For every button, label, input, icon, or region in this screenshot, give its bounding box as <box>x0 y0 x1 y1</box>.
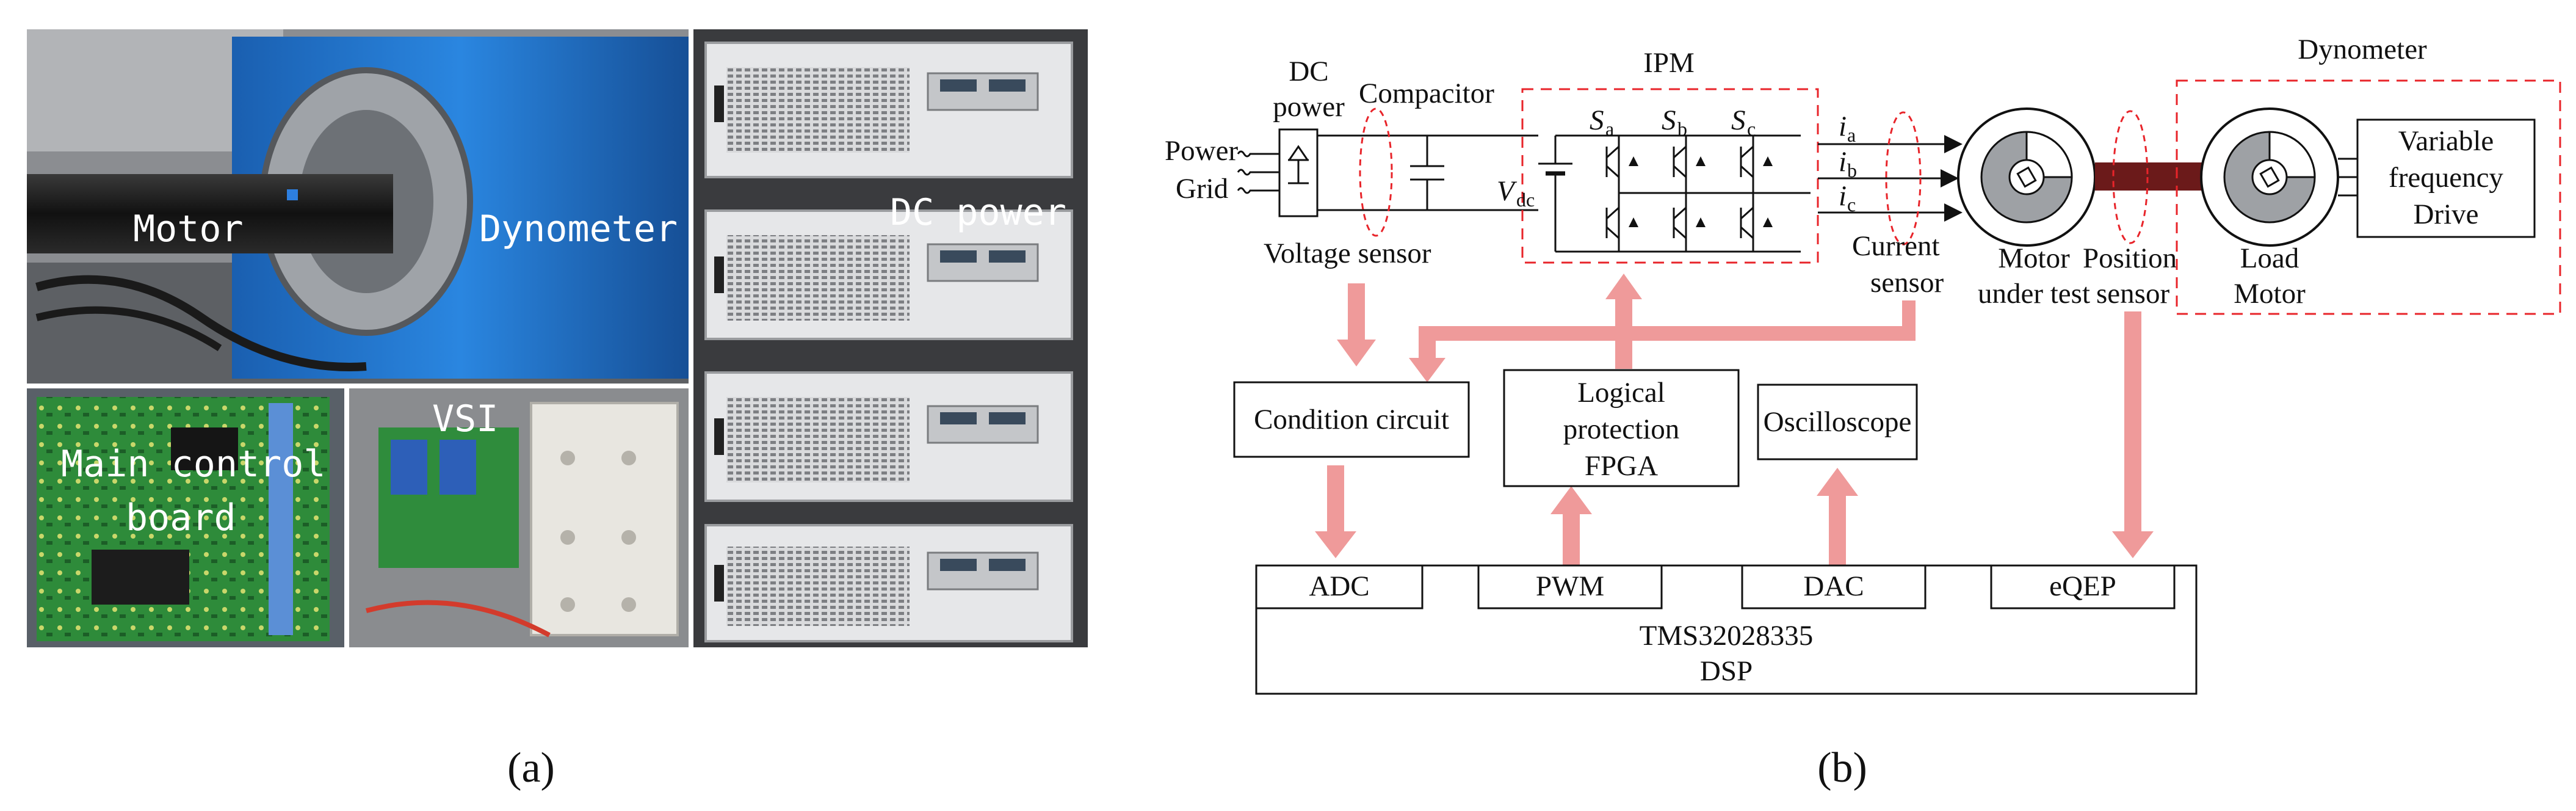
grid-input-lines <box>1237 150 1279 194</box>
photo-motor-dynometer: Motor Dynometer <box>27 29 689 384</box>
dynometer-boundary <box>2176 79 2561 315</box>
rectifier-block <box>1278 128 1319 217</box>
dc-supply-unit-3 <box>704 371 1073 502</box>
label-motor-under-test-line2: under test <box>1978 278 2090 310</box>
label-ic: i <box>1839 180 1847 212</box>
label-ib: i <box>1839 146 1847 178</box>
label-sa: S <box>1590 104 1604 136</box>
label-load-motor-line1: Load <box>2240 242 2299 274</box>
phase-leg-a <box>1605 136 1811 252</box>
photo-label-main-control-line1: Main control <box>61 443 325 486</box>
label-motor-under-test-line1: Motor <box>1998 242 2070 274</box>
label-pwm: PWM <box>1536 570 1604 602</box>
position-sensor-marker <box>2112 110 2149 244</box>
photo-vsi: VSI <box>349 388 689 647</box>
label-logical-line3: FPGA <box>1585 450 1658 482</box>
label-voltage-sensor: Voltage sensor <box>1264 238 1431 269</box>
label-sb: S <box>1662 104 1676 136</box>
label-sc-sub: c <box>1747 118 1756 140</box>
label-oscilloscope: Oscilloscope <box>1764 406 1912 438</box>
condition-circuit-box <box>1233 381 1470 458</box>
inverter-bridge <box>1554 134 1811 253</box>
label-vfd-line1: Variable <box>2398 125 2494 157</box>
load-motor-symbol <box>2200 107 2339 247</box>
label-sc: S <box>1731 104 1746 136</box>
photo-label-dynometer: Dynometer <box>479 208 678 250</box>
pwm-port <box>1477 564 1663 609</box>
label-logical-line2: protection <box>1563 413 1680 445</box>
label-ic-sub: c <box>1847 194 1856 216</box>
arrow-position-to-eqep <box>2112 311 2154 558</box>
arrow-condition-to-adc <box>1315 465 1356 558</box>
label-dc-power-line2: power <box>1273 91 1345 123</box>
arrow-fpga-to-ipm <box>1605 274 1642 369</box>
label-vfd-line3: Drive <box>2413 198 2478 230</box>
phase-leg-b <box>1673 136 1706 252</box>
vdc-source-symbol <box>1538 136 1572 210</box>
capacitor-symbol <box>1410 136 1444 210</box>
photo-collage: Motor Dynometer <box>27 27 1088 649</box>
adc-port <box>1255 564 1424 609</box>
label-ipm: IPM <box>1643 47 1695 79</box>
oscilloscope-box <box>1757 384 1918 460</box>
dc-supply-unit-4 <box>704 524 1073 642</box>
label-ib-sub: b <box>1847 159 1857 181</box>
caption-panel-b: (b) <box>1817 744 1867 791</box>
label-sb-sub: b <box>1677 118 1687 140</box>
label-dc-power-line1: DC <box>1289 56 1328 87</box>
photo-label-dc-power: DC power <box>890 191 1066 234</box>
label-dsp-line2: DSP <box>1700 655 1753 687</box>
label-ia-sub: a <box>1847 124 1856 146</box>
photo-label-vsi: VSI <box>432 398 498 440</box>
arrow-dac-to-oscilloscope <box>1817 468 1858 566</box>
label-power: Power <box>1165 135 1238 167</box>
dac-port <box>1741 564 1927 609</box>
label-eqep: eQEP <box>2049 570 2116 602</box>
photo-main-control-board: Main control board <box>27 388 344 647</box>
current-sensor-marker <box>1885 111 1922 245</box>
label-current-sensor-line2: sensor <box>1870 267 1944 299</box>
motor-under-test-symbol <box>1957 107 2096 247</box>
label-sa-sub: a <box>1605 118 1614 140</box>
photo-dc-power: DC power <box>693 29 1088 647</box>
motor-shaft-shape <box>27 174 393 253</box>
dc-supply-unit-2 <box>704 209 1073 340</box>
label-dynometer: Dynometer <box>2298 34 2427 65</box>
voltage-sensor-marker <box>1359 107 1393 237</box>
photo-label-main-control-line2: board <box>126 496 236 539</box>
label-condition-circuit: Condition circuit <box>1254 404 1449 435</box>
phase-leg-c <box>1740 136 1773 252</box>
label-vfd-line2: frequency <box>2389 162 2503 194</box>
photo-label-motor: Motor <box>133 208 244 250</box>
signal-arrows <box>1315 274 2154 566</box>
ipm-boundary <box>1521 88 1819 264</box>
label-position-sensor-line1: Position <box>2083 242 2177 274</box>
label-current-sensor-line1: Current <box>1852 230 1940 262</box>
label-position-sensor-line2: sensor <box>2096 278 2169 310</box>
block-diagram: Power Grid DC power Voltage sensor Compa… <box>1165 34 2561 695</box>
arrow-pwm-to-fpga <box>1550 486 1592 566</box>
label-dac: DAC <box>1803 570 1864 602</box>
label-vdc: V <box>1497 175 1518 207</box>
label-vdc-sub: dc <box>1516 189 1535 211</box>
dc-supply-unit-1 <box>704 42 1073 178</box>
label-adc: ADC <box>1309 570 1369 602</box>
label-ia: i <box>1839 111 1847 142</box>
caption-panel-a: (a) <box>507 744 555 791</box>
fpga-box <box>1503 369 1740 487</box>
coupling-shaft <box>2095 162 2211 191</box>
eqep-port <box>1990 564 2176 609</box>
vfd-box <box>2356 118 2536 238</box>
label-dsp-line1: TMS32028335 <box>1640 620 1814 652</box>
label-grid: Grid <box>1176 173 1228 205</box>
label-logical-line1: Logical <box>1577 377 1665 409</box>
label-compacitor: Compacitor <box>1359 78 1494 109</box>
label-load-motor-line2: Motor <box>2234 278 2306 310</box>
arrow-voltage-to-condition <box>1337 283 1376 366</box>
